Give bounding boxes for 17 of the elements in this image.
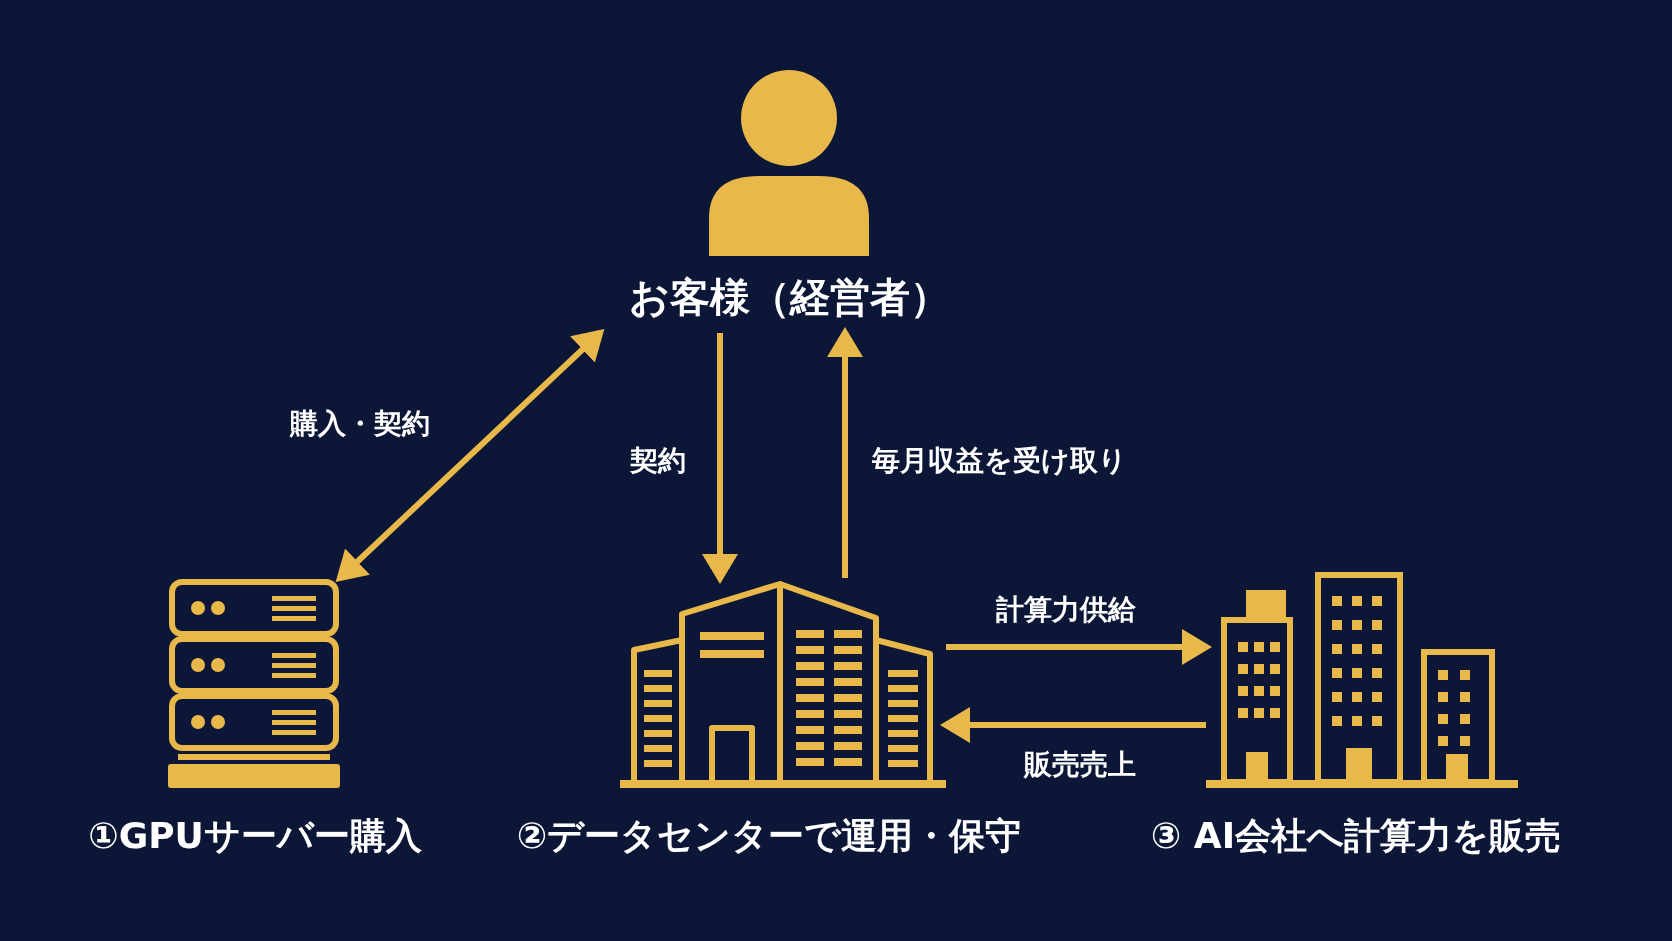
step-caption: ①GPUサーバー購入 — [88, 814, 422, 858]
edge-label: 購入・契約 — [290, 406, 430, 442]
arrow — [940, 707, 1206, 743]
arrow — [702, 333, 738, 584]
edge-label: 販売売上 — [1024, 747, 1136, 783]
server-icon — [168, 578, 340, 790]
edge-label: 毎月収益を受け取り — [871, 443, 1127, 479]
step-caption: ②データセンターで運用・保守 — [516, 814, 1022, 858]
edge-label: 契約 — [630, 443, 686, 479]
building-icon — [620, 578, 946, 790]
arrow — [946, 629, 1212, 665]
node-title: お客様（経営者） — [627, 273, 951, 322]
edge-label: 計算力供給 — [996, 592, 1136, 628]
step-caption: ③ AI会社へ計算力を販売 — [1150, 814, 1562, 858]
office-buildings-icon — [1206, 572, 1518, 790]
arrow — [827, 327, 863, 578]
arrow — [335, 328, 605, 583]
